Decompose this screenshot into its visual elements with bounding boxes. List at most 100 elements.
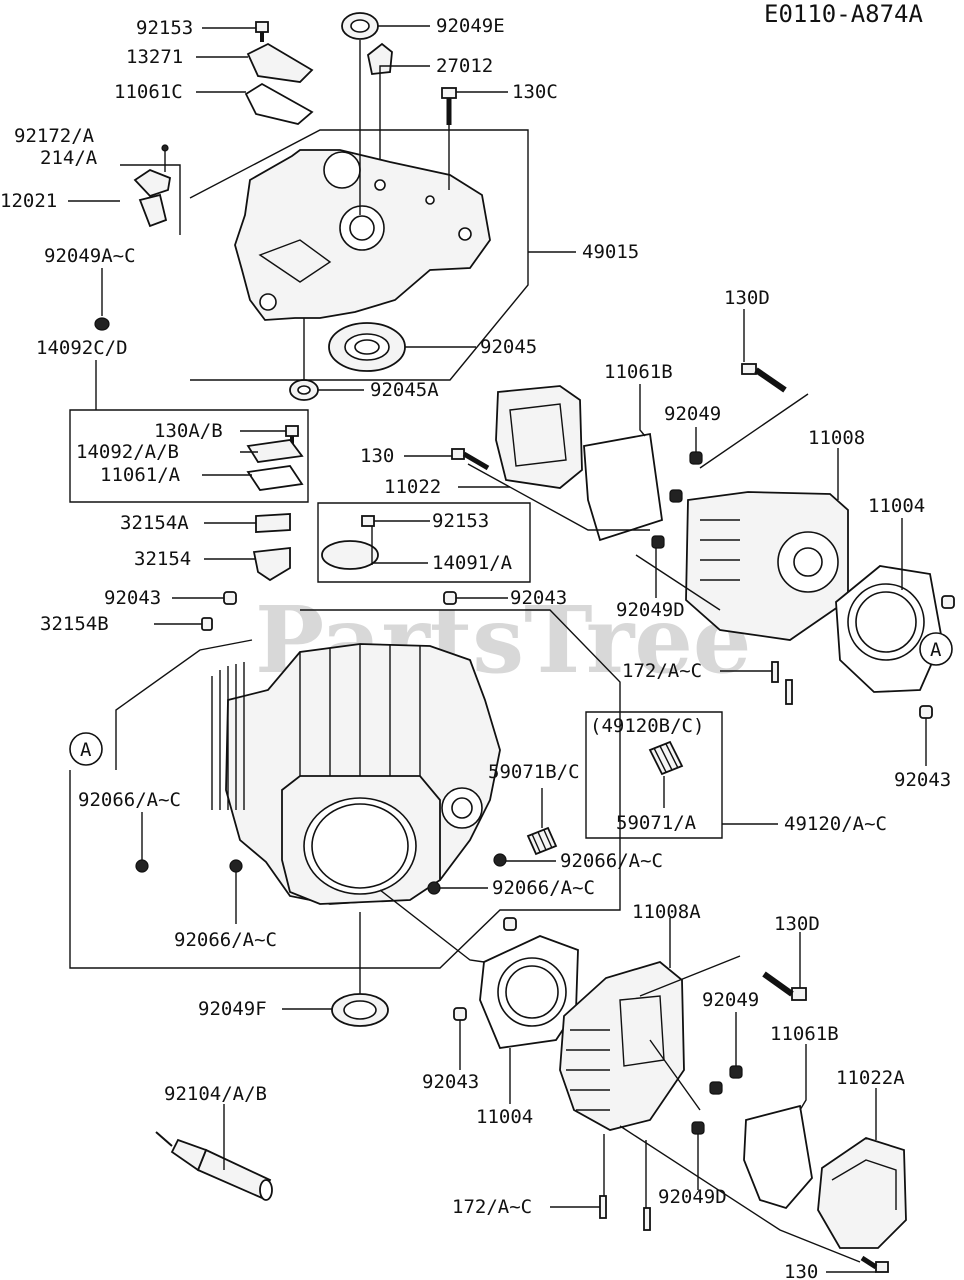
label-59071bc: 59071B/C xyxy=(488,761,580,783)
gasket-11061c-part xyxy=(244,82,314,125)
cap-92049-top-a-part xyxy=(689,451,703,465)
label-92153-mid: 92153 xyxy=(432,510,489,532)
label-92043-mid: 92043 xyxy=(510,587,567,609)
bearing-92045a-part xyxy=(289,379,319,401)
label-92066-bottom: 92066/A~C xyxy=(174,929,277,951)
label-172ac-top: 172/A~C xyxy=(622,660,702,682)
label-11022: 11022 xyxy=(384,476,441,498)
cylinder-head-11008a-part xyxy=(559,961,685,1131)
label-11061b-bottom: 11061B xyxy=(770,1023,839,1045)
plate-13271-part xyxy=(246,42,314,83)
plate-14092ab-part xyxy=(246,439,304,463)
stud-172ac-top-b-part xyxy=(785,679,793,705)
label-49120bc: (49120B/C) xyxy=(590,715,704,737)
spring-59071bc-part xyxy=(526,826,558,856)
bolt-130d-bottom-part xyxy=(762,971,807,1001)
label-13271: 13271 xyxy=(126,46,183,68)
label-172ac-bottom: 172/A~C xyxy=(452,1196,532,1218)
label-130-bottom: 130 xyxy=(784,1261,818,1280)
breather-bracket xyxy=(120,164,181,235)
plate-group-box xyxy=(317,502,531,583)
cap-92066-mid1-part xyxy=(493,853,507,867)
label-32154: 32154 xyxy=(134,548,191,570)
gasket-11061b-top-part xyxy=(583,432,663,542)
cover-assembly-outline xyxy=(189,129,529,381)
gasket-11004-bottom-part xyxy=(479,935,579,1049)
label-49120ac: 49120/A~C xyxy=(784,813,887,835)
cylinder-head-11008-part xyxy=(685,491,849,641)
label-11061a: 11061/A xyxy=(100,464,181,486)
head-leader-lines xyxy=(467,393,809,611)
label-27012: 27012 xyxy=(436,55,493,77)
label-92045a: 92045A xyxy=(370,379,439,401)
label-92172a: 92172/A xyxy=(14,125,95,147)
block-inner-line xyxy=(115,639,253,770)
crankcase-block-part xyxy=(211,643,501,905)
crankcase-cover-part xyxy=(234,149,491,321)
cap-92066-left-part xyxy=(135,859,149,873)
spring-59071a-part xyxy=(648,740,684,776)
rocker-cover-11022-part xyxy=(495,385,583,489)
dowel-92043-bottom-part xyxy=(453,1007,467,1021)
governor-group-box xyxy=(585,711,723,839)
block-assembly-outline xyxy=(69,609,621,969)
reference-a-left-label: A xyxy=(80,739,92,761)
cap-92049ac-part xyxy=(94,317,110,331)
label-11022a: 11022A xyxy=(836,1067,905,1089)
label-92153-top: 92153 xyxy=(136,17,193,39)
label-92043-left: 92043 xyxy=(104,587,161,609)
dowel-92043-right-upper-part xyxy=(941,595,955,609)
label-92045: 92045 xyxy=(480,336,537,358)
gasket-11004-top-part xyxy=(835,565,943,693)
bolt-92153-mid-part xyxy=(361,515,375,527)
label-92043-bottom: 92043 xyxy=(422,1071,479,1093)
label-92049ac: 92049A~C xyxy=(44,245,136,267)
bolt-130c-part xyxy=(441,87,457,125)
bolt-130-bottom-part xyxy=(860,1255,889,1273)
label-14091a: 14091/A xyxy=(432,552,513,574)
dowel-92043-left-part xyxy=(223,591,237,605)
cap-92049d-bottom-part xyxy=(691,1121,705,1135)
bolt-130-mid-part xyxy=(451,448,490,471)
label-92049-top: 92049 xyxy=(664,403,721,425)
label-92066-left: 92066/A~C xyxy=(78,789,181,811)
breather-12021-part xyxy=(133,144,172,228)
label-130d-top: 130D xyxy=(724,287,770,309)
cap-92049d-top-part xyxy=(651,535,665,549)
oil-seal-92049e-part xyxy=(341,12,379,40)
bottom-leader-lines xyxy=(379,889,861,1263)
cap-92049-bottom-part xyxy=(729,1065,743,1079)
dowel-92043-right-part xyxy=(919,705,933,719)
label-11061b-top: 11061B xyxy=(604,361,673,383)
bolt-92153-top-part xyxy=(255,21,269,42)
label-11061c: 11061C xyxy=(114,81,183,103)
label-12021: 12021 xyxy=(0,190,57,212)
label-32154b: 32154B xyxy=(40,613,109,635)
dowel-92043-bottom-a-part xyxy=(503,917,517,931)
label-92043-right: 92043 xyxy=(894,769,951,791)
gasket-11061b-bottom-part xyxy=(743,1104,813,1210)
label-11008a: 11008A xyxy=(632,901,701,923)
cap-92066-bottom-part xyxy=(229,859,243,873)
sealant-tube-92104ab-part xyxy=(155,1131,273,1201)
oil-seal-92049f-part xyxy=(331,993,389,1027)
bearing-92045-part xyxy=(328,322,406,372)
cap-92049-top-b-part xyxy=(669,489,683,503)
rocker-cover-11022a-part xyxy=(817,1137,907,1249)
label-214a: 214/A xyxy=(40,147,98,169)
label-130ab: 130A/B xyxy=(154,420,223,442)
stud-172ac-bottom-part xyxy=(599,1195,607,1219)
label-11004-bottom: 11004 xyxy=(476,1106,533,1128)
guide-32154a-part xyxy=(255,513,291,533)
label-92049f: 92049F xyxy=(198,998,267,1020)
bolt-130d-top-part xyxy=(741,363,787,393)
label-14092cd: 14092C/D xyxy=(36,337,128,359)
reference-a-right-label: A xyxy=(930,639,942,661)
label-92066-mid2: 92066/A~C xyxy=(492,877,595,899)
dowel-92043-mid-part xyxy=(443,591,457,605)
label-14092ab: 14092/A/B xyxy=(76,441,179,463)
label-92049d-top: 92049D xyxy=(616,599,685,621)
label-130-mid: 130 xyxy=(360,445,394,467)
stud-172ac-bottom-b-part xyxy=(643,1207,651,1231)
